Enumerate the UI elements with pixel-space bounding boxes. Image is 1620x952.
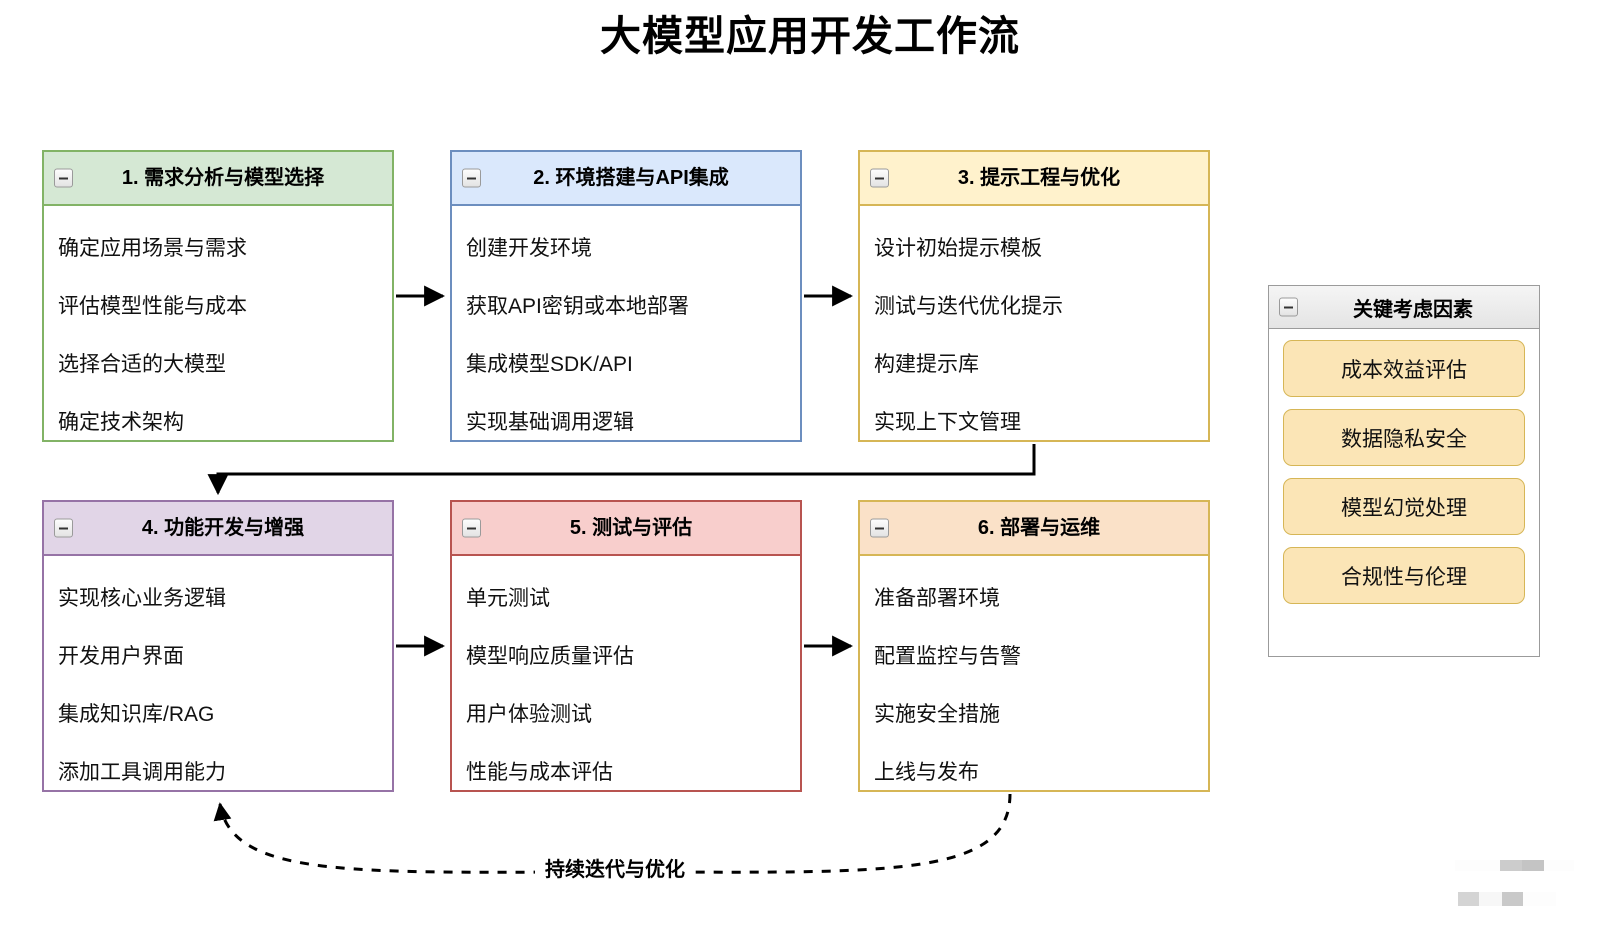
- collapse-minus-icon[interactable]: [462, 168, 481, 188]
- key-considerations-panel[interactable]: 关键考虑因素 成本效益评估 数据隐私安全 模型幻觉处理 合规性与伦理: [1268, 285, 1540, 657]
- stage-body-1: 确定应用场景与需求 评估模型性能与成本 选择合适的大模型 确定技术架构: [44, 206, 392, 462]
- key-chip[interactable]: 数据隐私安全: [1283, 409, 1525, 466]
- stage-item: 实现上下文管理: [874, 411, 1021, 434]
- stage-item: 测试与迭代优化提示: [874, 295, 1063, 318]
- key-chip[interactable]: 合规性与伦理: [1283, 547, 1525, 604]
- key-panel-body: 成本效益评估 数据隐私安全 模型幻觉处理 合规性与伦理: [1269, 329, 1539, 656]
- scrollbar-artifact: [1522, 860, 1544, 871]
- stage-body-2: 创建开发环境 获取API密钥或本地部署 集成模型SDK/API 实现基础调用逻辑: [452, 206, 800, 462]
- stage-item: 获取API密钥或本地部署: [466, 295, 689, 318]
- stage-item: 添加工具调用能力: [58, 761, 226, 784]
- key-panel-header: 关键考虑因素: [1269, 286, 1539, 329]
- scrollbar-artifact: [1479, 892, 1502, 906]
- collapse-minus-icon[interactable]: [870, 518, 889, 538]
- scrollbar-artifact: [1458, 892, 1479, 906]
- stage-card-2[interactable]: 2. 环境搭建与API集成 创建开发环境 获取API密钥或本地部署 集成模型SD…: [450, 150, 802, 442]
- stage-card-5[interactable]: 5. 测试与评估 单元测试 模型响应质量评估 用户体验测试 性能与成本评估: [450, 500, 802, 792]
- stage-body-3: 设计初始提示模板 测试与迭代优化提示 构建提示库 实现上下文管理: [860, 206, 1208, 462]
- collapse-minus-icon[interactable]: [870, 168, 889, 188]
- stage-item: 确定技术架构: [58, 411, 184, 434]
- collapse-minus-icon[interactable]: [54, 168, 73, 188]
- stage-title-4: 4. 功能开发与增强: [141, 517, 305, 539]
- stage-item: 创建开发环境: [466, 237, 592, 260]
- page-title: 大模型应用开发工作流: [600, 13, 1020, 59]
- stage-item: 单元测试: [466, 587, 550, 610]
- stage-item: 实现基础调用逻辑: [466, 411, 634, 434]
- stage-body-6: 准备部署环境 配置监控与告警 实施安全措施 上线与发布: [860, 556, 1208, 812]
- stage-item: 选择合适的大模型: [58, 353, 226, 376]
- scrollbar-artifact: [1544, 860, 1574, 871]
- stage-item: 确定应用场景与需求: [58, 237, 247, 260]
- stage-item: 用户体验测试: [466, 703, 592, 726]
- stage-item: 设计初始提示模板: [874, 237, 1042, 260]
- collapse-minus-icon[interactable]: [462, 518, 481, 538]
- key-chip[interactable]: 成本效益评估: [1283, 340, 1525, 397]
- stage-item: 配置监控与告警: [874, 645, 1021, 668]
- stage-header-6: 6. 部署与运维: [860, 502, 1208, 556]
- stage-item: 上线与发布: [874, 761, 979, 784]
- scrollbar-artifact: [1455, 860, 1500, 871]
- stage-title-6: 6. 部署与运维: [977, 517, 1101, 539]
- scrollbar-artifact: [1500, 860, 1522, 871]
- stage-header-3: 3. 提示工程与优化: [860, 152, 1208, 206]
- collapse-minus-icon[interactable]: [1279, 297, 1298, 317]
- stage-title-5: 5. 测试与评估: [569, 517, 693, 539]
- stage-title-1: 1. 需求分析与模型选择: [121, 167, 325, 189]
- stage-item: 构建提示库: [874, 353, 979, 376]
- stage-card-6[interactable]: 6. 部署与运维 准备部署环境 配置监控与告警 实施安全措施 上线与发布: [858, 500, 1210, 792]
- stage-card-1[interactable]: 1. 需求分析与模型选择 确定应用场景与需求 评估模型性能与成本 选择合适的大模…: [42, 150, 394, 442]
- stage-item: 模型响应质量评估: [466, 645, 634, 668]
- stage-item: 性能与成本评估: [466, 761, 613, 784]
- collapse-minus-icon[interactable]: [54, 518, 73, 538]
- stage-item: 评估模型性能与成本: [58, 295, 247, 318]
- stage-item: 集成知识库/RAG: [58, 703, 215, 726]
- stage-body-4: 实现核心业务逻辑 开发用户界面 集成知识库/RAG 添加工具调用能力: [44, 556, 392, 812]
- stage-item: 开发用户界面: [58, 645, 184, 668]
- key-panel-title: 关键考虑因素: [1353, 298, 1473, 321]
- stage-header-1: 1. 需求分析与模型选择: [44, 152, 392, 206]
- stage-item: 实施安全措施: [874, 703, 1000, 726]
- scrollbar-artifact: [1502, 892, 1523, 906]
- stage-header-4: 4. 功能开发与增强: [44, 502, 392, 556]
- feedback-loop-label: 持续迭代与优化: [535, 857, 695, 883]
- stage-header-2: 2. 环境搭建与API集成: [452, 152, 800, 206]
- stage-header-5: 5. 测试与评估: [452, 502, 800, 556]
- stage-card-3[interactable]: 3. 提示工程与优化 设计初始提示模板 测试与迭代优化提示 构建提示库 实现上下…: [858, 150, 1210, 442]
- stage-item: 集成模型SDK/API: [466, 353, 633, 376]
- stage-body-5: 单元测试 模型响应质量评估 用户体验测试 性能与成本评估: [452, 556, 800, 812]
- scrollbar-artifact: [1523, 892, 1556, 906]
- key-chip[interactable]: 模型幻觉处理: [1283, 478, 1525, 535]
- stage-item: 准备部署环境: [874, 587, 1000, 610]
- stage-title-3: 3. 提示工程与优化: [957, 167, 1121, 189]
- stage-card-4[interactable]: 4. 功能开发与增强 实现核心业务逻辑 开发用户界面 集成知识库/RAG 添加工…: [42, 500, 394, 792]
- stage-title-2: 2. 环境搭建与API集成: [533, 167, 729, 189]
- stage-item: 实现核心业务逻辑: [58, 587, 226, 610]
